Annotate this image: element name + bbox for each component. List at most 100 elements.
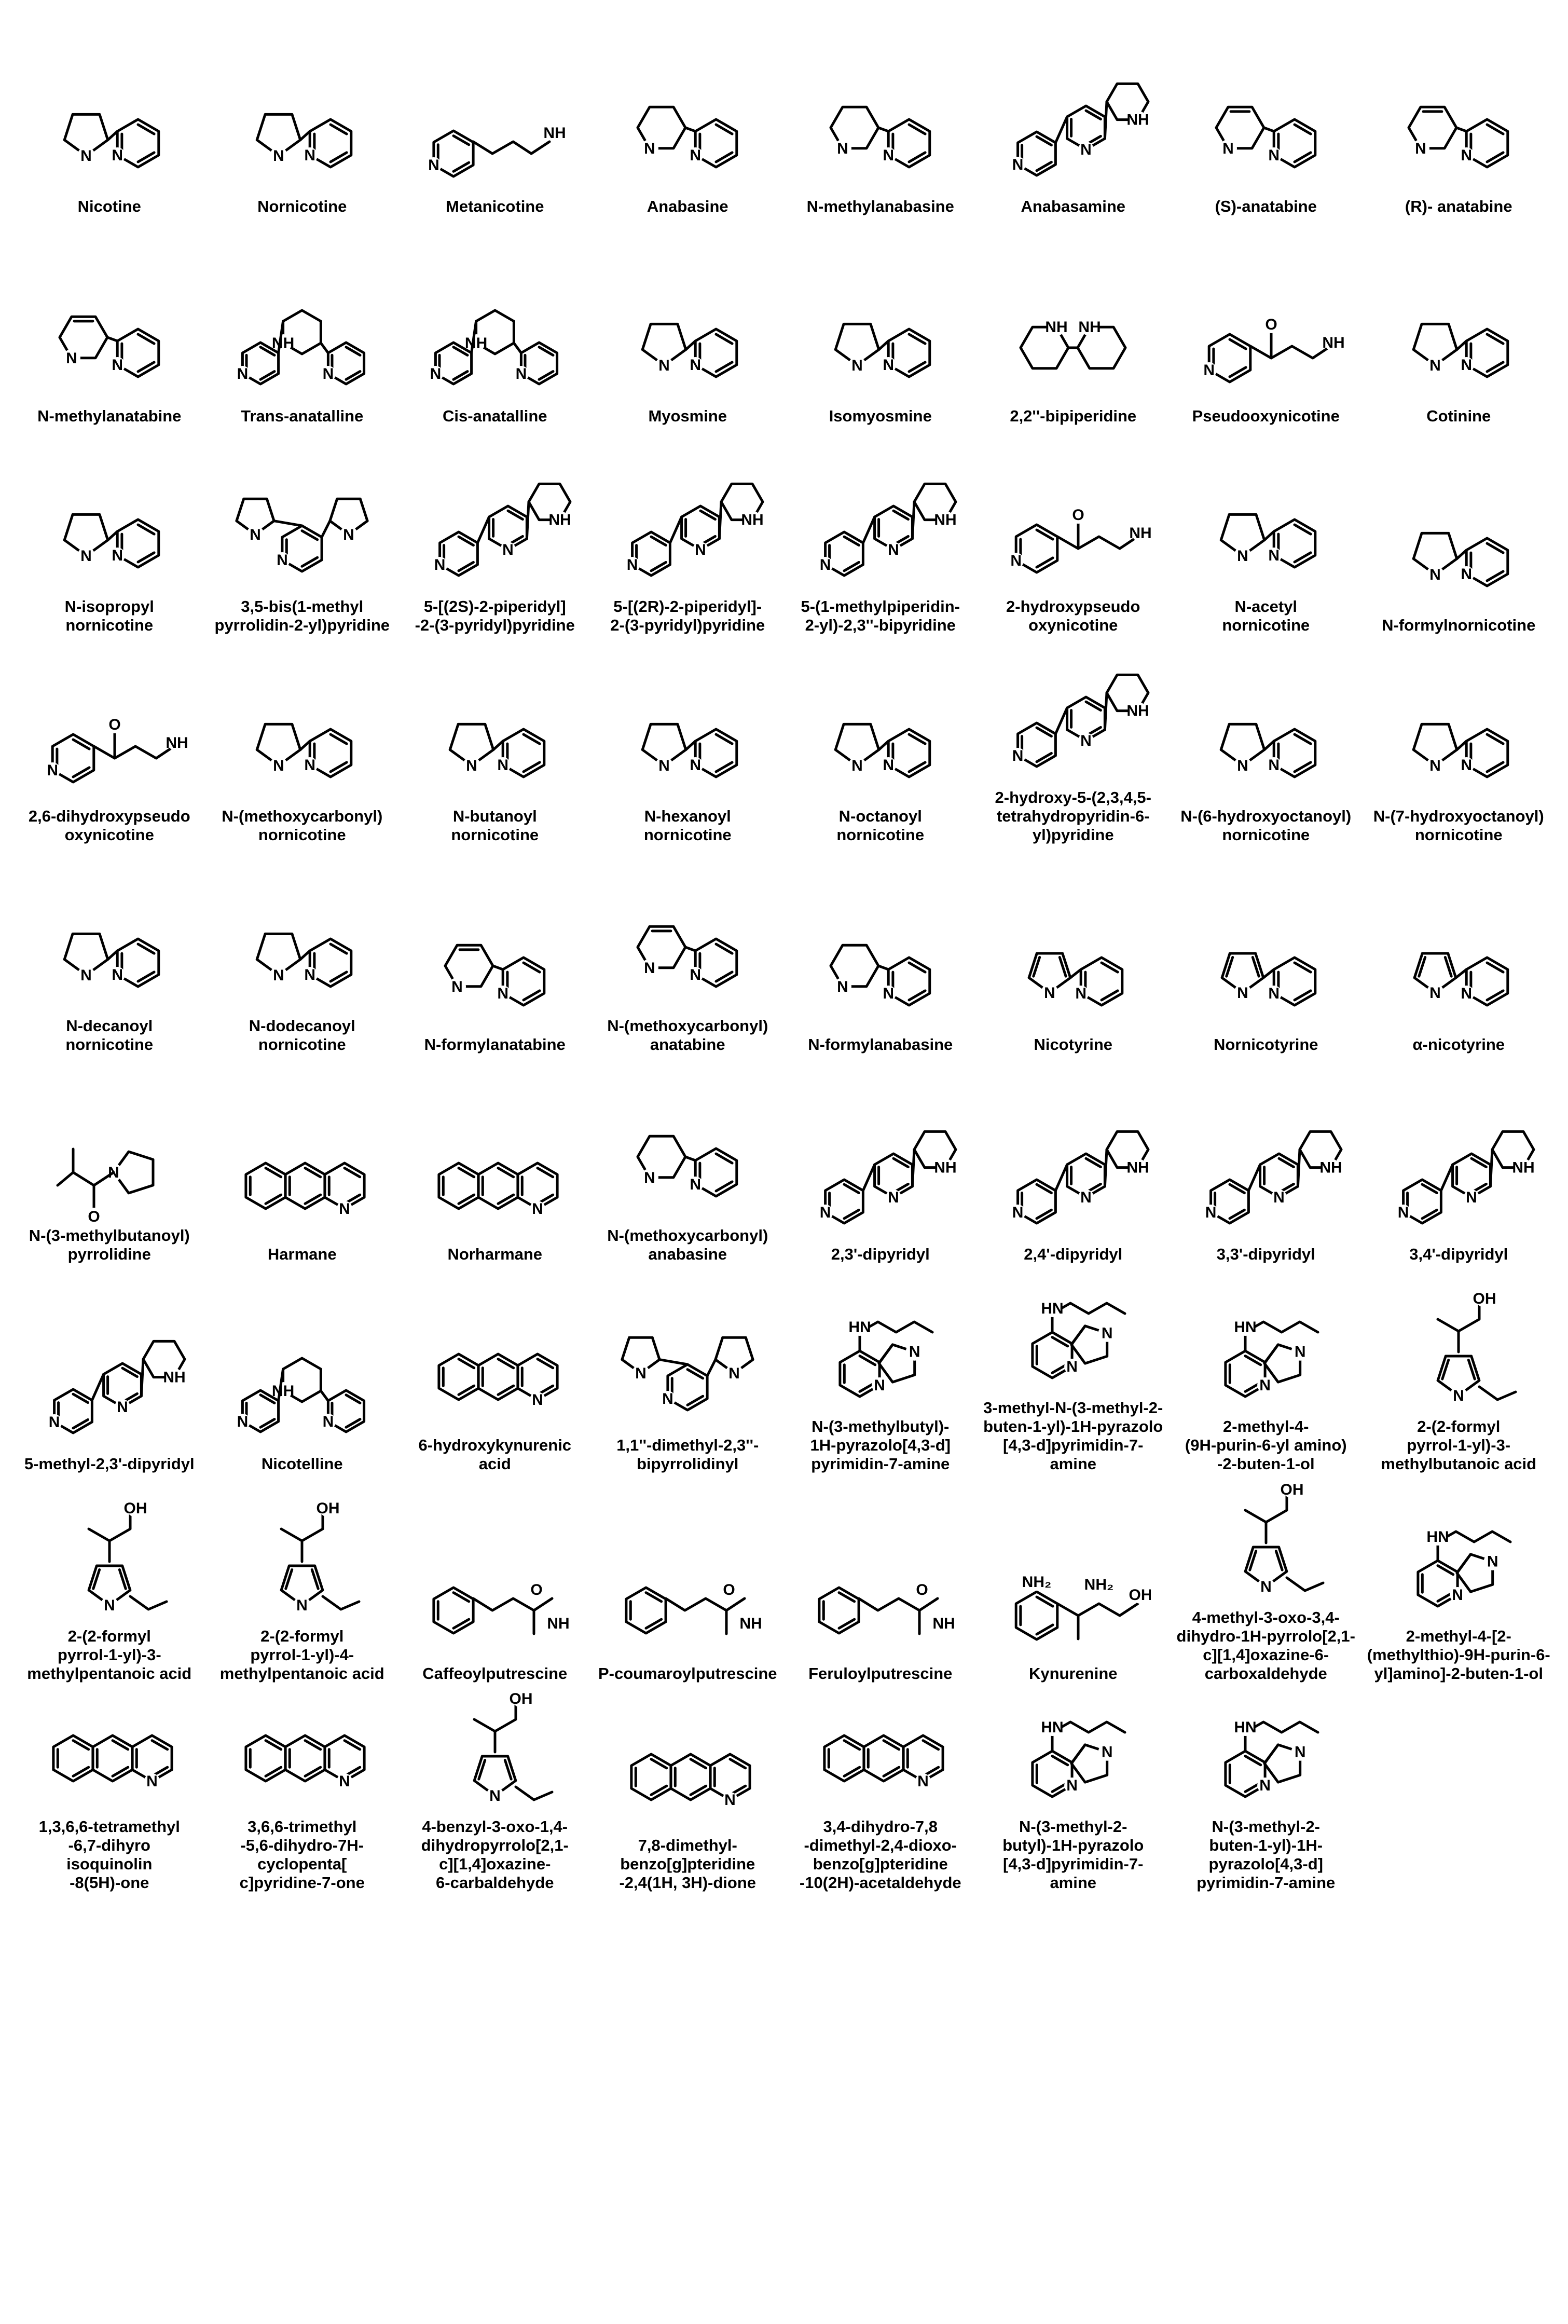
compound-name: 2,3'-dipyridyl	[831, 1245, 930, 1263]
svg-text:N: N	[112, 966, 123, 983]
compound-structure: NN	[448, 723, 546, 778]
svg-text:N: N	[428, 157, 439, 174]
compound-name: 5-methyl-2,3'-dipyridyl	[24, 1454, 195, 1473]
svg-text:N: N	[1080, 141, 1092, 158]
svg-text:NH: NH	[1319, 1159, 1342, 1177]
compound-structure: NN	[1412, 532, 1509, 587]
svg-text:N: N	[888, 1189, 899, 1206]
svg-text:N: N	[502, 541, 514, 558]
compound-name: Nornicotine	[257, 197, 347, 215]
svg-text:HN: HN	[1427, 1528, 1449, 1546]
compound-structure: NN	[1412, 322, 1509, 378]
svg-text:HN: HN	[848, 1319, 871, 1336]
svg-text:N: N	[451, 978, 463, 995]
svg-text:N: N	[1102, 1324, 1113, 1342]
compound-name: N-methylanabasine	[806, 197, 954, 215]
compound-name: 2-hydroxypseudo oxynicotine	[1006, 597, 1140, 635]
svg-text:N: N	[1260, 1578, 1272, 1595]
svg-text:N: N	[80, 967, 92, 984]
compound-name: 3,4'-dipyridyl	[1409, 1245, 1508, 1263]
compound-name: Myosmine	[648, 406, 727, 425]
compound-structure: NN	[255, 113, 353, 169]
compound-name: Kynurenine	[1028, 1664, 1118, 1683]
compound-name: Metanicotine	[446, 197, 544, 215]
compound-structure: NN	[641, 723, 738, 778]
compound-structure: N	[823, 1734, 944, 1790]
compound-name: 6-hydroxykynurenic acid	[418, 1436, 572, 1473]
svg-text:NH: NH	[547, 1615, 569, 1632]
svg-text:N: N	[66, 349, 77, 366]
compound-name: N-isopropyl nornicotine	[64, 597, 154, 635]
svg-text:N: N	[883, 985, 894, 1002]
compound-structure: N	[437, 1161, 559, 1218]
svg-text:N: N	[1067, 1358, 1078, 1375]
compound-structure: N	[630, 1753, 751, 1809]
svg-text:N: N	[1295, 1343, 1306, 1360]
compound-structure: NN	[1412, 723, 1509, 778]
compound-structure: NN	[636, 105, 738, 169]
svg-text:HN: HN	[1041, 1300, 1064, 1317]
compound-name: N-decanoyl nornicotine	[65, 1017, 154, 1054]
svg-text:N: N	[1259, 1777, 1271, 1794]
svg-text:O: O	[88, 1208, 100, 1224]
svg-text:N: N	[627, 556, 638, 573]
svg-text:N: N	[343, 526, 354, 543]
svg-text:NH: NH	[1322, 334, 1344, 351]
compound-structure: NN	[636, 925, 738, 988]
compound-structure: NOH	[473, 1690, 554, 1805]
svg-text:N: N	[1044, 985, 1055, 1002]
compound-name: 2-(2-formyl pyrrol-1-yl)-4- methylpentan…	[219, 1626, 384, 1683]
svg-text:N: N	[434, 556, 446, 573]
compound-structure: NN	[829, 105, 931, 169]
svg-text:N: N	[80, 147, 92, 165]
compound-name: Nicotelline	[261, 1454, 343, 1473]
svg-text:NH: NH	[934, 512, 956, 529]
compound-structure: NN	[834, 322, 931, 378]
svg-text:N: N	[1452, 1587, 1464, 1604]
svg-text:N: N	[305, 147, 316, 164]
svg-text:N: N	[690, 1176, 702, 1193]
compound-name: Anabasine	[647, 197, 728, 215]
compound-name: N-(7-hydroxyoctanoyl) nornicotine	[1373, 807, 1544, 844]
compound-name: N-formylanabasine	[808, 1035, 953, 1054]
svg-text:N: N	[1237, 548, 1248, 565]
compound-structure: NOH	[280, 1499, 361, 1614]
svg-text:N: N	[820, 1204, 831, 1221]
svg-text:N: N	[532, 1200, 543, 1218]
svg-text:N: N	[1237, 757, 1248, 774]
svg-text:N: N	[1012, 1204, 1024, 1221]
svg-text:N: N	[690, 966, 702, 983]
svg-text:N: N	[1067, 1777, 1078, 1794]
compound-structure: NN	[1027, 952, 1124, 1007]
svg-text:NH: NH	[932, 1615, 955, 1632]
svg-text:HN: HN	[1234, 1319, 1256, 1336]
compound-name: 3,5-bis(1-methyl pyrrolidin-2-yl)pyridin…	[214, 597, 390, 635]
svg-text:N: N	[273, 147, 284, 165]
svg-text:HN: HN	[1041, 1719, 1064, 1736]
svg-text:N: N	[146, 1773, 158, 1790]
